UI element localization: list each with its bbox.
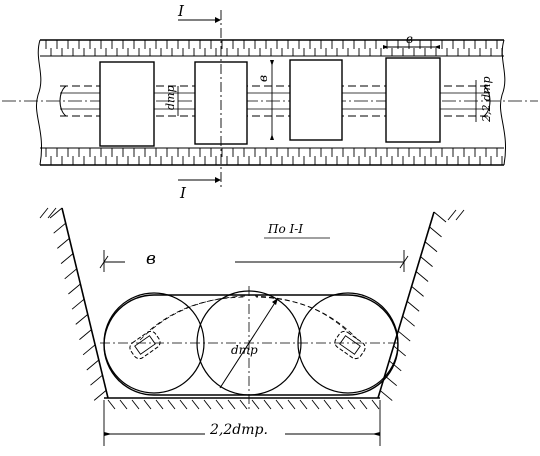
plan-brick-hatching — [45, 40, 503, 165]
section-arrowhead-bottom — [215, 177, 221, 183]
aux-dashed-right-1 — [254, 295, 359, 341]
trench-bottom-hatching — [107, 399, 380, 410]
dim-right-label: 2,2 dтр — [480, 76, 493, 123]
dim-b-label: в — [406, 32, 413, 46]
diameter-label: dтр — [231, 343, 258, 357]
section-mark-top: I — [177, 2, 185, 20]
opening-4 — [385, 57, 441, 143]
trench-wall-hatching — [39, 207, 465, 401]
pipe-bundle-outline — [103, 294, 399, 396]
dim-bv-arrow-top — [270, 60, 274, 66]
diameter-line — [219, 297, 279, 389]
dim-b-arrow-right — [434, 45, 440, 49]
dim-bv-arrow-bottom — [270, 134, 274, 140]
section-view: По I-I в dтр — [39, 207, 465, 446]
width-b-slash-left — [99, 255, 109, 269]
diameter-arrowhead — [272, 298, 278, 305]
trench-left-wall — [61, 207, 109, 399]
dim-b-arrow-left — [383, 45, 389, 49]
trench-right-wall — [377, 211, 435, 399]
aux-dashed-right-2 — [255, 296, 347, 331]
aux-dashed-left-1 — [139, 295, 246, 341]
width-b-gap — [125, 240, 235, 270]
section-title: По I-I — [267, 222, 303, 236]
left-pipe-detail — [129, 330, 161, 360]
width-b-slash-right — [399, 255, 409, 269]
plan-view: I I в в dтр 2,2 dтр — [2, 2, 538, 202]
bottom-dim-gap — [205, 421, 285, 437]
section-arrowhead-top — [215, 17, 221, 23]
right-pipe-detail — [334, 330, 366, 360]
section-mark-bottom: I — [179, 184, 187, 202]
left-break-line — [36, 39, 42, 166]
opening-1 — [99, 61, 155, 147]
dim-dtr-label: dтр — [164, 85, 177, 110]
bottom-dim-label: 2,2dтр. — [209, 422, 268, 438]
dim-b-vertical-label: в — [256, 75, 270, 82]
right-break-line — [500, 39, 506, 166]
bottom-dim-arrow-right — [372, 432, 380, 436]
opening-3 — [289, 59, 343, 141]
aux-dashed-left-2 — [149, 296, 245, 331]
width-b-label: в — [146, 249, 156, 269]
bottom-dim-arrow-left — [104, 432, 112, 436]
